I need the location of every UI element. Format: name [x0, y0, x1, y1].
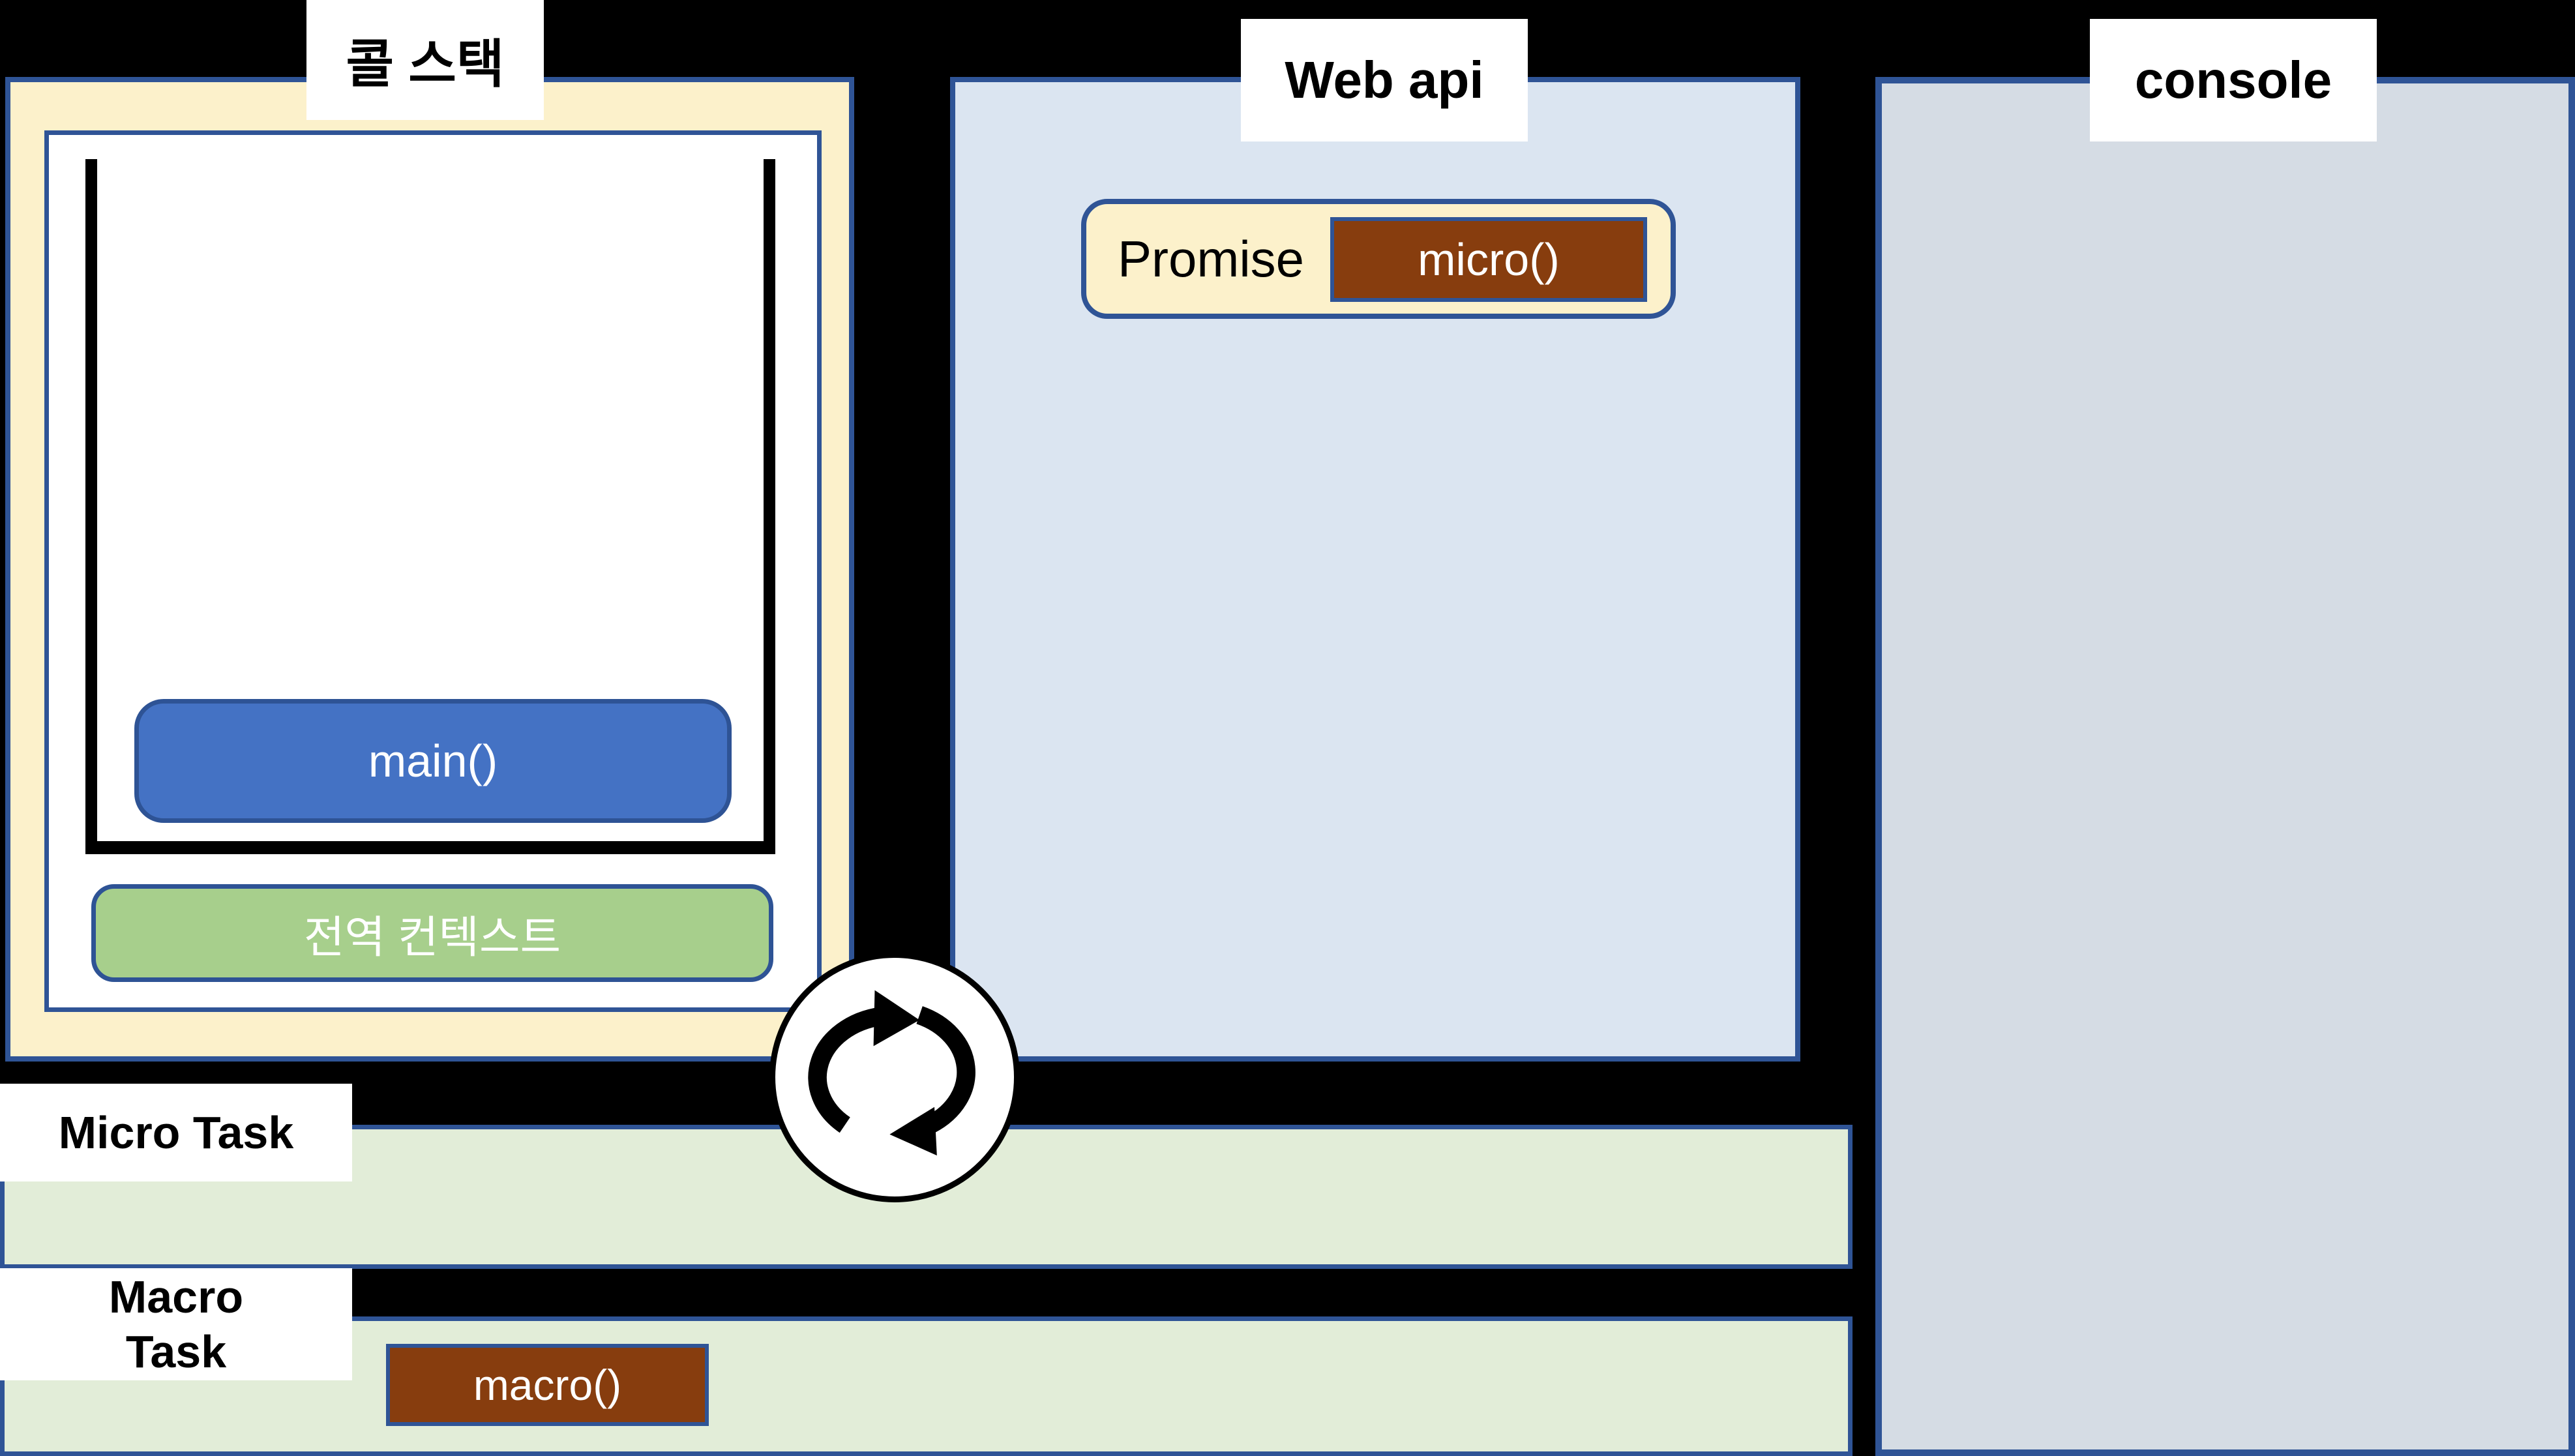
stack-frame-main-label: main()	[368, 735, 498, 786]
stack-wall-bottom	[85, 841, 775, 854]
console-title: console	[2090, 19, 2377, 141]
micro-task-item-webapi: micro()	[1330, 217, 1647, 302]
global-context-frame: 전역 컨텍스트	[91, 884, 773, 982]
stack-wall-right	[764, 159, 775, 852]
micro-task-queue-label: Micro Task	[0, 1084, 352, 1181]
macro-task-item-label: macro()	[473, 1361, 622, 1409]
stack-frame-main: main()	[134, 699, 732, 823]
web-api-title: Web api	[1241, 19, 1528, 141]
macro-task-item: macro()	[386, 1344, 709, 1426]
event-loop-badge	[769, 952, 1020, 1202]
global-context-label: 전역 컨텍스트	[303, 912, 561, 962]
macro-task-queue-label: Macro Task	[0, 1268, 352, 1380]
call-stack-inner-panel	[44, 130, 822, 1012]
micro-task-item-label: micro()	[1418, 234, 1560, 285]
stack-wall-left	[85, 159, 97, 852]
promise-label: Promise	[1118, 230, 1305, 288]
console-region	[1875, 77, 2575, 1456]
call-stack-title: 콜 스택	[306, 0, 544, 120]
cycle-arrows-icon	[808, 990, 975, 1156]
